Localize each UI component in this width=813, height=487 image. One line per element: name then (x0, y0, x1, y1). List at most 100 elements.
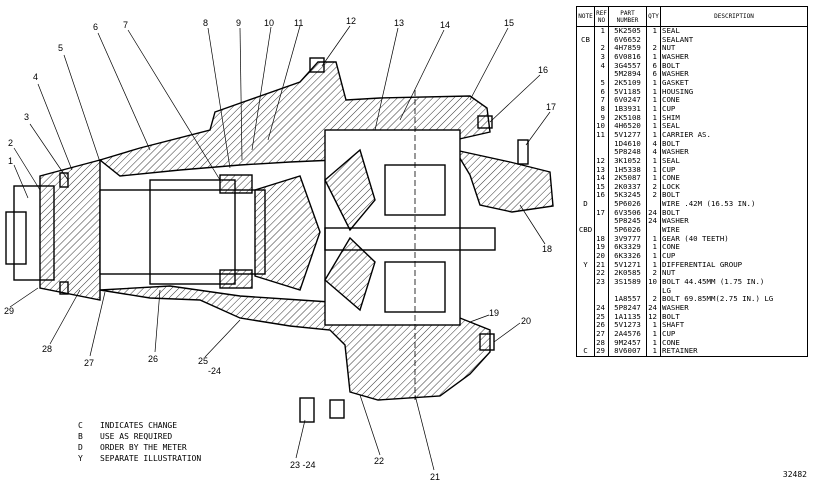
parts-cell-ref: 5 (594, 78, 609, 88)
parts-cell-qty: 1 (646, 174, 661, 183)
yoke-splines (5, 211, 27, 265)
parts-cell-part: 9M2457 (608, 338, 647, 348)
parts-cell-note (576, 304, 595, 313)
parts-cell-qty: 24 (646, 217, 661, 227)
parts-cell-qty: 2 (646, 295, 661, 304)
differential-cross-shaft (324, 227, 496, 251)
parts-cell-qty: 1 (646, 130, 661, 140)
parts-cell-part: 8V6007 (608, 347, 647, 357)
callout-26: 26 (148, 354, 158, 364)
parts-cell-part (608, 286, 647, 296)
parts-cell-ref: 7 (594, 96, 609, 105)
parts-cell-desc: NUT (660, 269, 808, 279)
callout-25: 25 (198, 356, 208, 366)
parts-cell-desc: BOLT (660, 139, 808, 149)
callout-18: 18 (542, 244, 552, 254)
parts-cell-ref: 22 (594, 269, 609, 279)
parts-cell-desc: SEAL (660, 156, 808, 166)
parts-cell-desc: BOLT (660, 312, 808, 322)
parts-cell-note (576, 182, 595, 192)
parts-cell-desc: DIFFERENTIAL GROUP (660, 260, 808, 270)
parts-cell-desc: NUT (660, 44, 808, 53)
parts-cell-ref: 17 (594, 208, 609, 218)
parts-cell-ref (594, 226, 609, 235)
parts-cell-note (576, 139, 595, 149)
callout-22: 22 (374, 456, 384, 466)
parts-cell-ref: 29 (594, 347, 609, 357)
header-part-number: PART NUMBER (608, 6, 647, 27)
parts-cell-note (576, 243, 595, 253)
legend-text: INDICATES CHANGE (100, 421, 178, 430)
parts-cell-desc: HOUSING (660, 87, 808, 97)
callout-20: 20 (521, 316, 531, 326)
parts-cell-desc: CONE (660, 338, 808, 348)
legend-row: Y SEPARATE ILLUSTRATION (78, 453, 201, 464)
parts-cell-ref: 24 (594, 304, 609, 313)
parts-cell-ref: 21 (594, 260, 609, 270)
callout-5: 5 (58, 43, 63, 53)
parts-cell-part: 4H6520 (608, 122, 647, 131)
parts-cell-note: D (576, 200, 595, 209)
parts-cell-desc: LOCK (660, 182, 808, 192)
shaft-sleeve (149, 179, 236, 285)
parts-cell-desc: BOLT 69.85MM(2.75 IN.) LG (660, 295, 808, 304)
parts-cell-desc: CONE (660, 96, 808, 105)
callout-15: 15 (504, 18, 514, 28)
pinion-gear (254, 175, 321, 291)
legend-row: D ORDER BY THE METER (78, 442, 201, 453)
parts-cell-note (576, 286, 595, 296)
parts-cell-note (576, 44, 595, 53)
parts-cell-desc: CUP (660, 329, 808, 339)
parts-cell-note (576, 174, 595, 183)
parts-cell-desc: SEAL (660, 122, 808, 131)
parts-cell-ref: 26 (594, 321, 609, 330)
lower-bolt-23 (299, 397, 315, 423)
parts-cell-qty (646, 200, 661, 209)
callout-1: 1 (8, 156, 13, 166)
parts-cell-qty: 24 (646, 208, 661, 218)
parts-cell-desc: WASHER (660, 148, 808, 157)
parts-cell-qty: 1 (646, 338, 661, 348)
callout-10: 10 (264, 18, 274, 28)
parts-cell-ref: 12 (594, 156, 609, 166)
parts-cell-ref: 10 (594, 122, 609, 131)
callout-14: 14 (440, 20, 450, 30)
parts-cell-note (576, 148, 595, 157)
callout-13: 13 (394, 18, 404, 28)
parts-cell-ref: 18 (594, 234, 609, 244)
parts-cell-desc: BOLT (660, 61, 808, 71)
parts-cell-note: CB (576, 35, 595, 45)
callout-4: 4 (33, 72, 38, 82)
right-bolt-17 (517, 139, 529, 165)
lower-bolt-23b (329, 399, 345, 419)
parts-cell-ref: 16 (594, 191, 609, 201)
parts-cell-part: 5P8248 (608, 148, 647, 157)
parts-cell-desc: BOLT (660, 208, 808, 218)
parts-cell-qty: 1 (646, 52, 661, 62)
parts-cell-ref: 13 (594, 165, 609, 175)
parts-cell-part: 5V1273 (608, 321, 647, 330)
parts-cell-part: 5V1185 (608, 87, 647, 97)
parts-cell-qty: 1 (646, 321, 661, 330)
parts-cell-desc: GEAR (40 TEETH) (660, 234, 808, 244)
parts-cell-ref (594, 35, 609, 45)
parts-cell-part: 6K3326 (608, 252, 647, 261)
legend-code: Y (78, 454, 83, 463)
parts-cell-desc: SHAFT (660, 321, 808, 330)
pinion-bearing-upper (219, 174, 253, 194)
parts-cell-ref: 15 (594, 182, 609, 192)
parts-cell-qty: 10 (646, 278, 661, 287)
parts-cell-note (576, 70, 595, 79)
parts-cell-qty: 4 (646, 148, 661, 157)
parts-cell-note (576, 156, 595, 166)
parts-cell-qty: 1 (646, 329, 661, 339)
parts-cell-qty: 1 (646, 122, 661, 131)
